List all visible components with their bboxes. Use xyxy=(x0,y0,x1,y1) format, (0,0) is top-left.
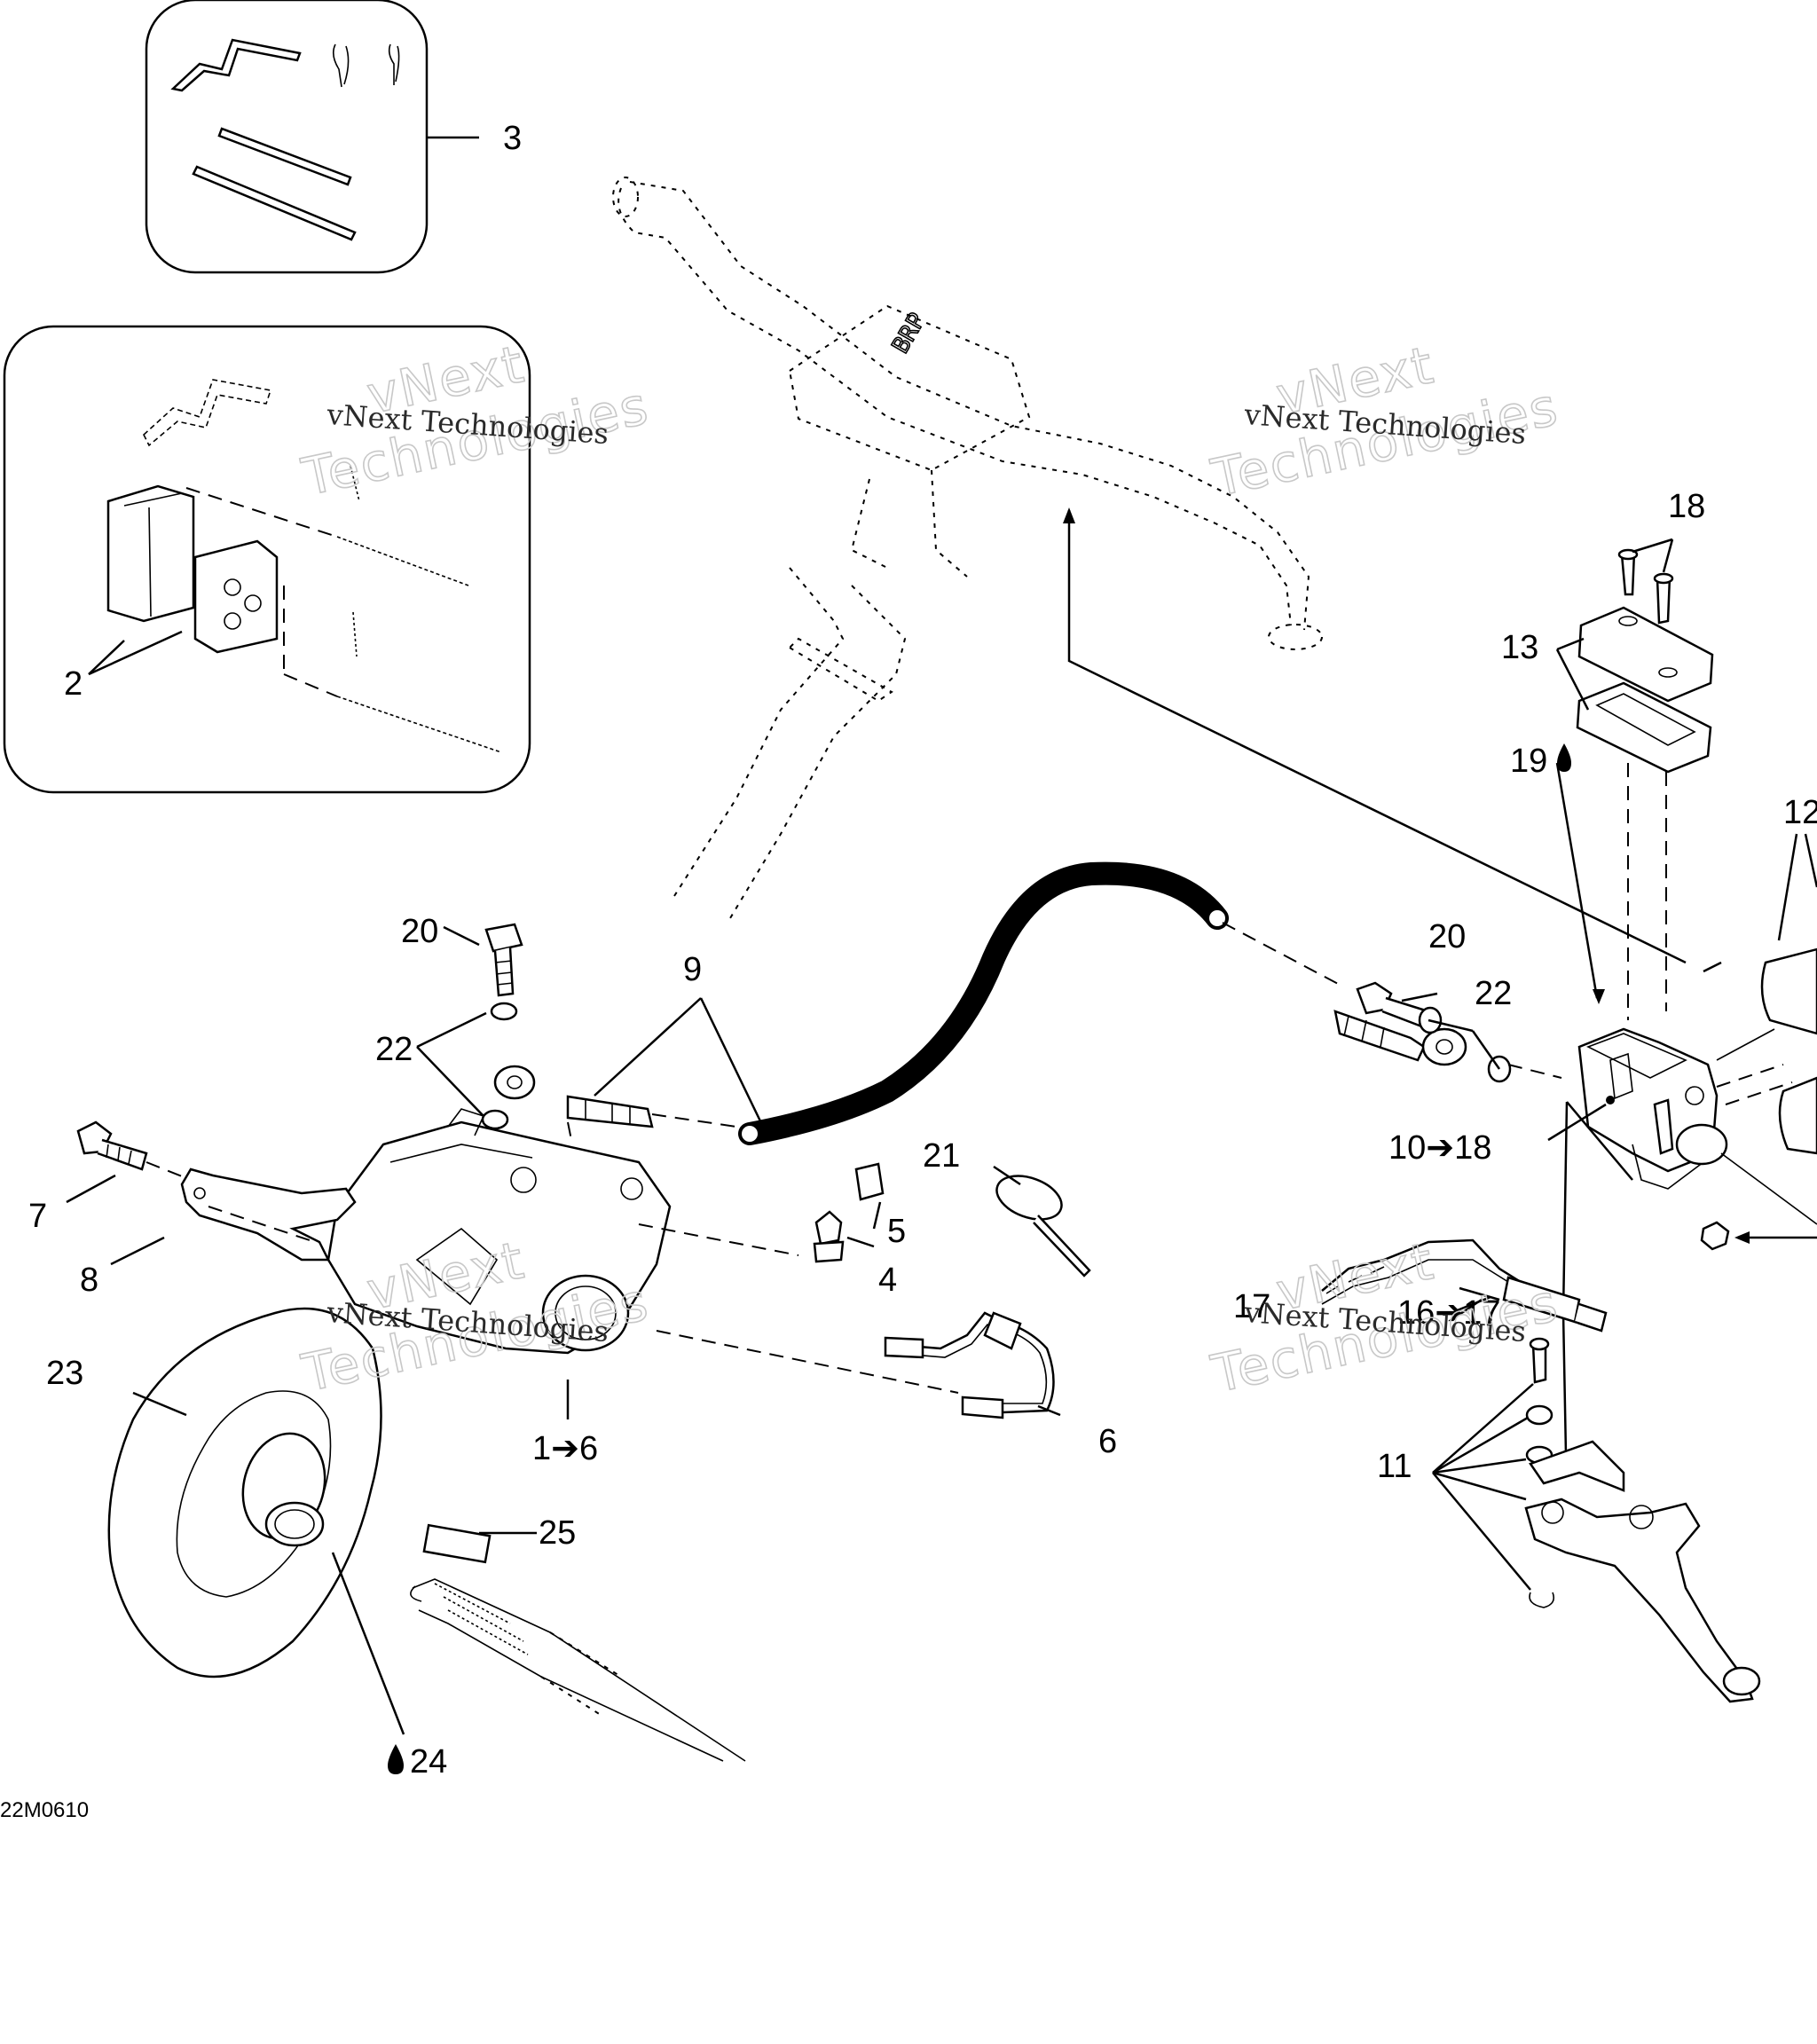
callout-23: 23 xyxy=(46,1355,83,1392)
callout-12: 12 xyxy=(1783,794,1817,831)
callout-3: 3 xyxy=(503,120,522,157)
callout-16-17: 16➔17 xyxy=(1397,1294,1500,1332)
callout-9: 9 xyxy=(683,951,702,988)
callout-25: 25 xyxy=(539,1514,576,1552)
callout-11: 11 xyxy=(1377,1448,1412,1485)
bolt-20-left xyxy=(481,923,523,1130)
leader-lines xyxy=(66,538,1817,1735)
callout-24: 24 xyxy=(410,1743,447,1781)
handlebar-phantom: BRP xyxy=(612,177,1323,924)
brake-line-6 xyxy=(884,1311,1055,1419)
cable-tie-21 xyxy=(995,1175,1091,1278)
axle-shaft xyxy=(410,1523,746,1762)
callout-22-left: 22 xyxy=(375,1031,413,1068)
drop-icon xyxy=(1557,743,1571,772)
callouts: 3 2 18 13 19 12 20 9 20 22 22 10➔18 21 7… xyxy=(28,120,1817,1781)
brake-lever-11 xyxy=(1524,1337,1761,1703)
callout-8: 8 xyxy=(80,1262,98,1299)
callout-10-18: 10➔18 xyxy=(1388,1129,1491,1167)
callout-17: 17 xyxy=(1233,1288,1270,1325)
callout-20-left: 20 xyxy=(401,913,438,950)
callout-6: 6 xyxy=(1098,1423,1117,1460)
inset-box-3 xyxy=(145,0,479,274)
callout-5: 5 xyxy=(887,1213,906,1250)
callout-2: 2 xyxy=(64,665,83,703)
brake-disc-23 xyxy=(107,1307,382,1678)
callout-20-right: 20 xyxy=(1428,918,1466,955)
callout-18: 18 xyxy=(1668,488,1705,525)
drop-icon xyxy=(388,1744,404,1774)
callout-4: 4 xyxy=(878,1262,897,1299)
callout-7: 7 xyxy=(28,1198,47,1235)
drawing-code: 22M0610 xyxy=(0,1798,89,1822)
switch-17-16 xyxy=(1321,1238,1608,1333)
callout-21: 21 xyxy=(923,1137,960,1175)
brake-caliper xyxy=(326,1108,959,1394)
svg-text:BRP: BRP xyxy=(887,309,931,358)
bleeder-4-cap-5 xyxy=(813,1162,885,1263)
bolt-7-bracket-8 xyxy=(76,1120,357,1262)
inset-box-2 xyxy=(3,325,531,794)
callout-19: 19 xyxy=(1510,743,1547,780)
callout-13: 13 xyxy=(1501,629,1538,666)
callout-22-right: 22 xyxy=(1475,975,1512,1012)
brake-hose xyxy=(493,861,1467,1145)
callout-1-6: 1➔6 xyxy=(532,1430,598,1467)
